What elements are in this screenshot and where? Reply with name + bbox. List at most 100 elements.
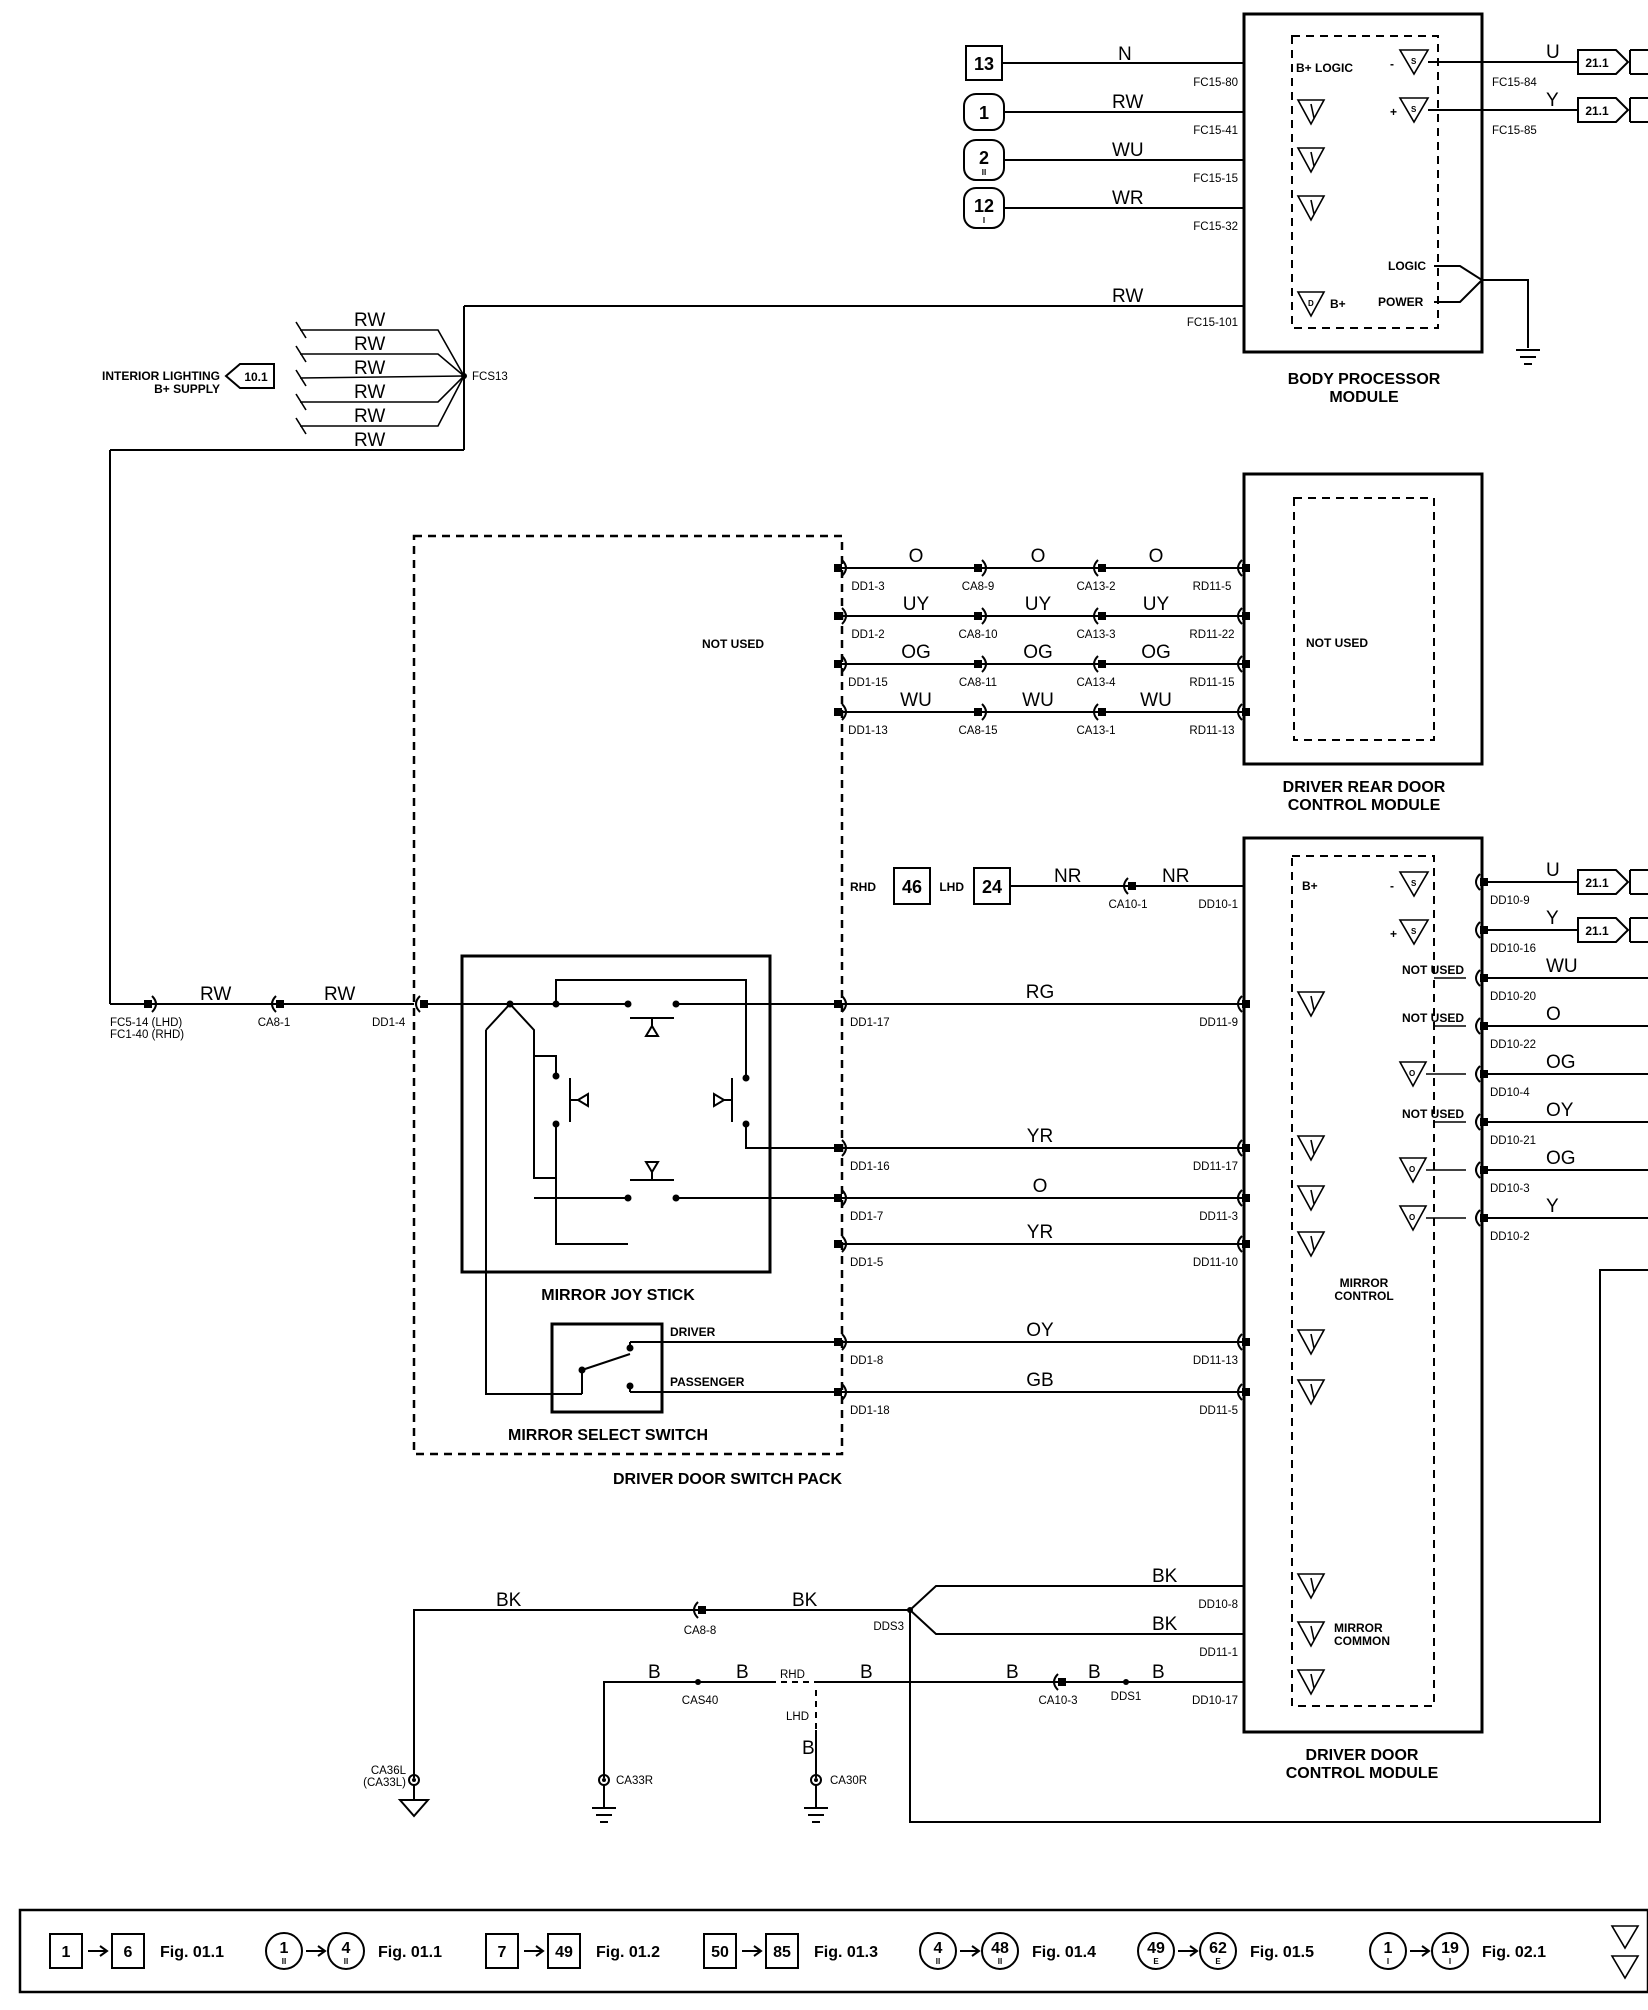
wire-wu: WU — [1112, 140, 1144, 161]
door-out-not-used: NOT USED — [1402, 1011, 1464, 1025]
earth2: CA33R — [616, 1775, 653, 1787]
mirror-control-2: CONTROL — [1334, 1289, 1393, 1303]
door-input-i-triangle — [1296, 1669, 1326, 1696]
door-input-i-triangle — [1296, 1185, 1326, 1212]
legend-fig-label: Fig. 01.1 — [160, 1944, 224, 1961]
rear-inner-dashed — [1293, 497, 1435, 741]
dds3: DDS3 — [873, 1621, 904, 1633]
ca8-8: CA8-8 — [684, 1625, 717, 1637]
dd10-1-label: DD10-1 — [1198, 899, 1238, 911]
rear-rd-pin: RD11-5 — [1193, 581, 1232, 593]
b-2: B — [736, 1662, 749, 1683]
door-outline — [1242, 836, 1484, 1734]
b-3: B — [860, 1662, 873, 1683]
legend-ref-circle — [1431, 1932, 1469, 1970]
switch-wire-color: O — [1033, 1176, 1048, 1197]
door-out-pin: DD10-2 — [1490, 1231, 1530, 1243]
bk-1: BK — [496, 1590, 522, 1611]
door-out-wire: WU — [1546, 956, 1578, 977]
fcs13-rw-5: RW — [354, 406, 385, 427]
rear-outline — [1242, 472, 1484, 766]
ground-icon-ca33r — [592, 1785, 616, 1823]
supply-wire-1: NR — [1054, 866, 1081, 887]
wire-n: N — [1118, 44, 1132, 65]
legend-ref: 4 — [342, 1940, 351, 1957]
door-out-pin: DD10-4 — [1490, 1087, 1530, 1099]
dd10-17: DD10-17 — [1192, 1695, 1238, 1707]
legend-ref-circle — [919, 1932, 957, 1970]
switch-dd-pin: DD1-17 — [850, 1017, 890, 1029]
legend-ref: 49 — [555, 1944, 573, 1961]
rear-wire-color: WU — [1022, 690, 1054, 711]
legend-arrow-icon — [742, 1945, 763, 1957]
legend-ref-circle — [1199, 1932, 1237, 1970]
rear-wire-color: O — [1149, 546, 1164, 567]
bpm-plus: + — [1390, 105, 1397, 119]
bpm-s2: S — [1411, 105, 1417, 114]
joystick-title: MIRROR JOY STICK — [541, 1287, 695, 1304]
mirror-common-2: COMMON — [1334, 1634, 1390, 1648]
legend-ref-sub: E — [1215, 1957, 1221, 1966]
switch-dd-pin: DD1-8 — [850, 1355, 883, 1367]
legend-ref: 1 — [280, 1940, 289, 1957]
chassis-ground-icon — [397, 1785, 431, 1818]
bpm-input-13: 13 N FC15-80 — [965, 44, 1244, 89]
pin-fc15-84: FC15-84 — [1492, 77, 1537, 89]
switch-dm-pin: DD11-13 — [1193, 1355, 1238, 1367]
switch-dm-pin: DD11-9 — [1199, 1017, 1238, 1029]
fcs13-rw-3: RW — [354, 358, 385, 379]
mirror-joystick: MIRROR JOY STICK — [428, 954, 842, 1395]
rear-wire-color: OG — [1023, 642, 1053, 663]
earth1-b: (CA33L) — [363, 1777, 406, 1789]
rear-wire-color: WU — [1140, 690, 1172, 711]
legend-key-triangles — [1610, 1925, 1640, 1980]
door-out-o-triangle — [1398, 1205, 1428, 1232]
legend-fig-label: Fig. 02.1 — [1482, 1944, 1546, 1961]
rear-wire-color: OG — [1141, 642, 1171, 663]
switch-dm-pin: DD11-10 — [1193, 1257, 1238, 1269]
body-processor-module: B+ LOGIC LOGIC POWER BODY PROCESSOR MODU… — [963, 12, 1648, 406]
door-out-wire: OG — [1546, 1148, 1576, 1169]
door-out-arrow — [1577, 917, 1648, 943]
rear-ca8-pin: CA8-10 — [959, 629, 998, 641]
door-out-pin: DD10-9 — [1490, 895, 1530, 907]
door-input-i-triangle — [1296, 1621, 1326, 1648]
legend-ref-box — [765, 1933, 799, 1969]
driver-rear-door-module: NOT USED NOT USED DRIVER REAR DOOR CONTR… — [702, 472, 1484, 814]
legend-fig-label: Fig. 01.2 — [596, 1944, 660, 1961]
rear-ca8-pin: CA8-15 — [959, 725, 998, 737]
pin-fc15-85: FC15-85 — [1492, 125, 1537, 137]
joystick-outline — [460, 954, 772, 1274]
legend-arrow-icon — [88, 1945, 109, 1957]
rear-wire-color: UY — [903, 594, 930, 615]
bk-3: BK — [1152, 1566, 1178, 1587]
bpm-power: POWER — [1378, 295, 1424, 309]
door-out-wire: OY — [1546, 1100, 1574, 1121]
legend-fig-label: Fig. 01.5 — [1250, 1944, 1314, 1961]
door-s2: S — [1411, 927, 1417, 936]
bpm-input-1: 1 RW FC15-41 — [963, 92, 1244, 137]
bpm-title-2: MODULE — [1329, 389, 1399, 406]
door-s-outputs: S S - + — [1390, 871, 1430, 946]
door-out-arrow — [1577, 869, 1648, 895]
switch-dm-pin: DD11-17 — [1193, 1161, 1238, 1173]
driver-door-control-module: DRIVER DOOR CONTROL MODULE MIRROR CONTRO… — [1242, 836, 1484, 1782]
door-out-wire: U — [1546, 860, 1560, 881]
switch-wire-color: YR — [1027, 1126, 1053, 1147]
bpm-out-y: Y — [1546, 90, 1559, 111]
bpm-d-letter: D — [1308, 299, 1314, 308]
fcs13-rw-4: RW — [354, 382, 385, 403]
bpm-ground-icon — [1516, 349, 1540, 365]
interior-lighting-label-2: B+ SUPPLY — [154, 382, 220, 396]
door-out-o-triangle — [1398, 1157, 1428, 1184]
legend-ref: 49 — [1147, 1940, 1165, 1957]
legend-arrow-icon — [524, 1945, 545, 1957]
door-plus: + — [1390, 927, 1397, 941]
door-out-wire: O — [1546, 1004, 1561, 1025]
door-out-o: O — [1409, 1165, 1415, 1174]
legend-arrow-icon — [306, 1945, 327, 1957]
legend-ref-box — [111, 1933, 145, 1969]
joystick-arrows — [569, 1017, 733, 1181]
